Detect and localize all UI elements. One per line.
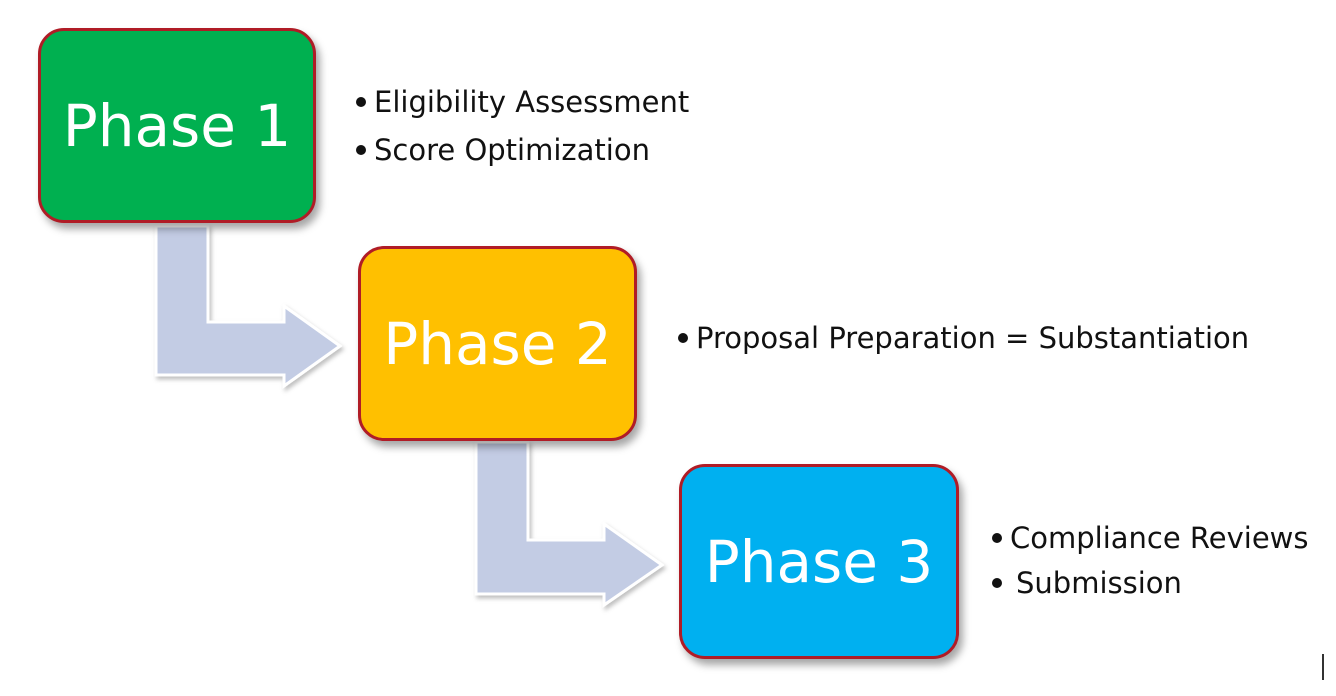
list-item: Submission	[992, 560, 1309, 605]
list-item: Compliance Reviews	[992, 515, 1309, 560]
list-item: Proposal Preparation = Substantiation	[678, 316, 1249, 360]
bullet-text: Compliance Reviews	[1010, 520, 1309, 555]
bent-arrow-phase2-to-phase3	[474, 440, 665, 608]
bullet-text: Eligibility Assessment	[374, 85, 690, 119]
list-item: Score Optimization	[356, 126, 689, 174]
bullet-text: Submission	[1016, 565, 1182, 600]
bullet-dot-icon	[992, 577, 1002, 588]
phase-3-bullet-list: Compliance Reviews Submission	[992, 515, 1309, 605]
phase-1-box: Phase 1	[38, 28, 316, 223]
bullet-dot-icon	[678, 333, 688, 343]
phase-2-bullet-list: Proposal Preparation = Substantiation	[678, 316, 1249, 360]
phase-3-box: Phase 3	[679, 464, 959, 659]
phase-1-label: Phase 1	[62, 91, 292, 160]
text-cursor-mark	[1322, 654, 1324, 680]
bullet-dot-icon	[356, 97, 366, 107]
phase-3-label: Phase 3	[704, 527, 934, 596]
bullet-text: Score Optimization	[374, 133, 650, 167]
phase-1-bullet-list: Eligibility Assessment Score Optimizatio…	[356, 78, 689, 174]
bullet-text: Proposal Preparation = Substantiation	[696, 321, 1250, 355]
phase-2-box: Phase 2	[358, 246, 637, 441]
phase-2-label: Phase 2	[383, 309, 612, 378]
bullet-dot-icon	[992, 532, 1002, 543]
bent-arrow-phase1-to-phase2	[154, 224, 343, 389]
bullet-dot-icon	[356, 145, 366, 155]
list-item: Eligibility Assessment	[356, 78, 689, 126]
